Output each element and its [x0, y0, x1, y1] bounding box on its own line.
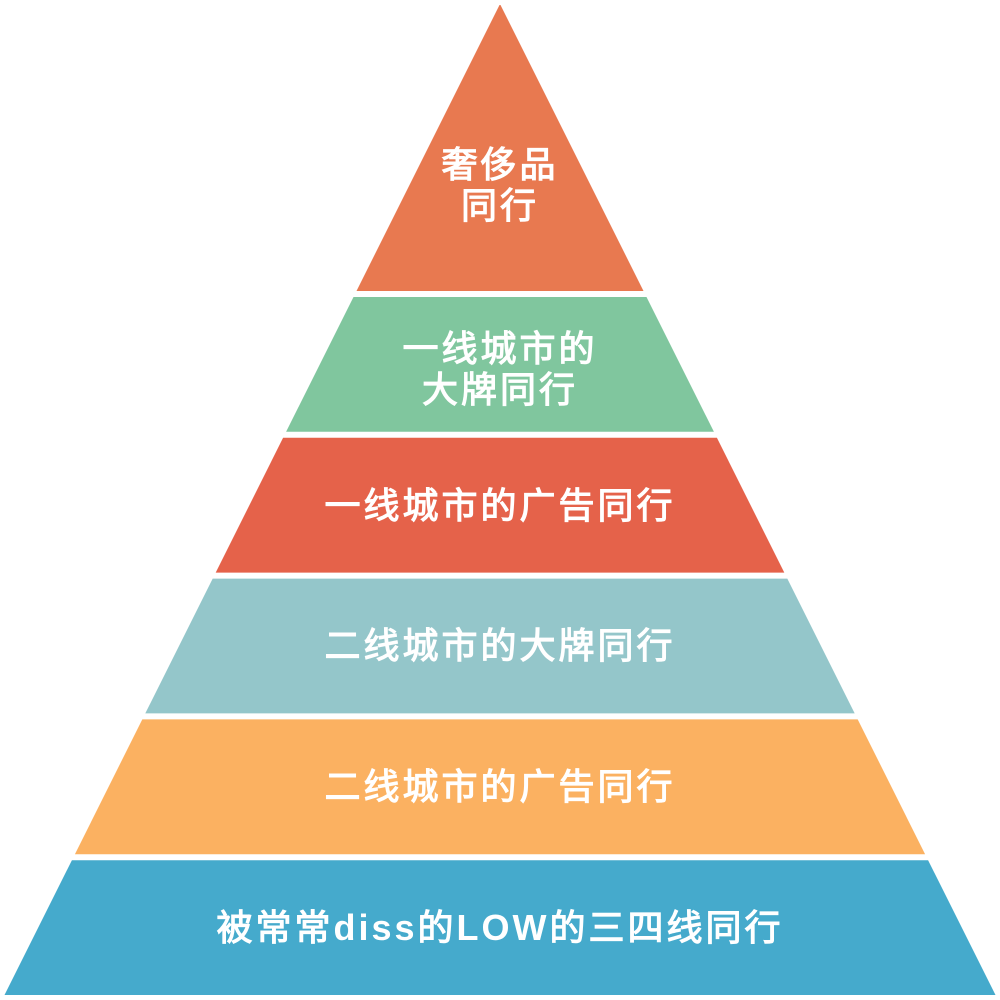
- pyramid-diagram: 奢侈品同行一线城市的大牌同行一线城市的广告同行二线城市的大牌同行二线城市的广告同…: [4, 5, 996, 995]
- pyramid-level-5: [74, 719, 926, 855]
- pyramid-level-2: [286, 297, 714, 432]
- pyramid-level-6-bottom: [4, 860, 996, 995]
- pyramid-level-4: [145, 578, 855, 714]
- pyramid-level-3: [215, 437, 785, 573]
